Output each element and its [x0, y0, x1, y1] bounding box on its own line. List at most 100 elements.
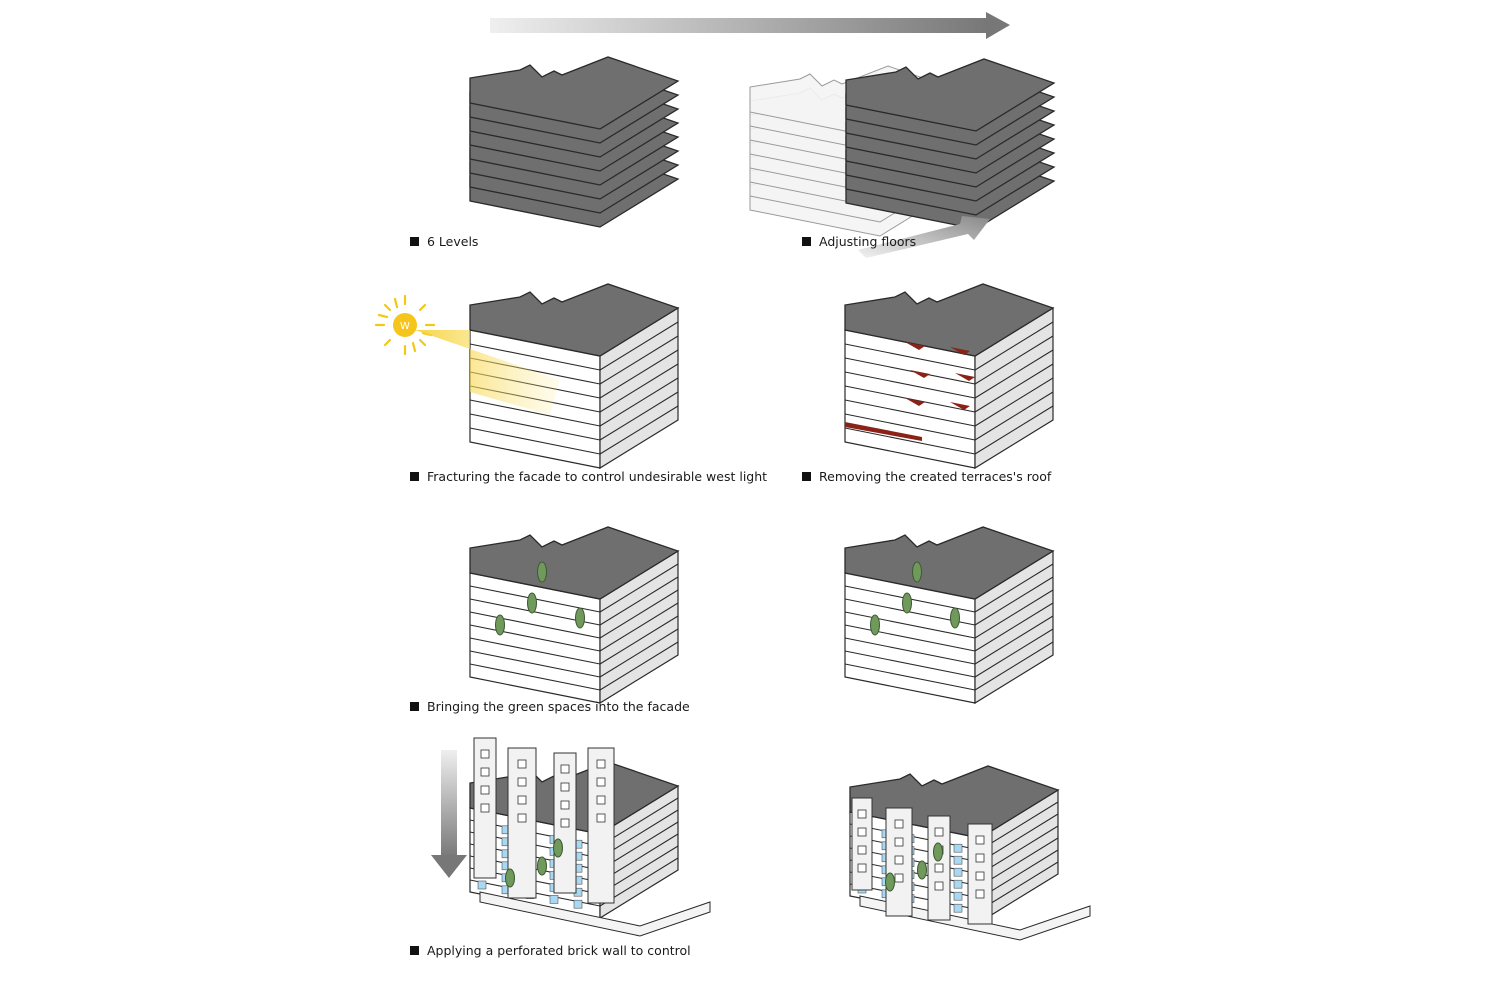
floor-line	[979, 837, 1059, 887]
planter	[902, 592, 912, 614]
bullet-icon	[410, 472, 419, 481]
floor-line	[979, 849, 1059, 899]
perforation	[596, 813, 606, 823]
bullet-icon	[410, 702, 419, 711]
caption-six-levels: 6 Levels	[410, 234, 478, 249]
floor-line	[599, 391, 679, 441]
perforation	[596, 777, 606, 787]
caption-fracturing-facade: Fracturing the facade to control undesir…	[410, 469, 767, 484]
floor-line	[844, 427, 976, 455]
fractured-facade-block	[415, 283, 680, 470]
planter	[495, 614, 505, 636]
glass-window	[953, 867, 963, 877]
floor-line	[974, 589, 1054, 639]
roof-slab	[469, 283, 680, 357]
floor-line	[974, 602, 1054, 652]
perforation	[480, 803, 490, 813]
brick-wall-block-left	[469, 737, 711, 937]
floor-line	[974, 377, 1054, 427]
glass-window	[953, 891, 963, 901]
floor-line	[974, 321, 1054, 371]
perforation	[596, 795, 606, 805]
floor-line	[469, 611, 601, 639]
floor-line	[844, 650, 976, 678]
floor-line	[974, 641, 1054, 691]
perforation	[480, 767, 490, 777]
perforation	[894, 873, 904, 883]
planter	[950, 607, 960, 629]
terrace-roof-removed	[955, 373, 975, 381]
floor-line	[844, 624, 976, 652]
base-plinth	[859, 895, 1091, 941]
caption-text: 6 Levels	[427, 234, 479, 249]
planter	[885, 872, 895, 892]
floor-line	[599, 641, 679, 691]
perforation	[857, 863, 867, 873]
perforation	[480, 749, 490, 759]
floor-line	[974, 363, 1054, 413]
perforation	[934, 827, 944, 837]
perforation	[894, 855, 904, 865]
floor-line	[599, 615, 679, 665]
down-arrow	[431, 750, 467, 878]
bullet-icon	[802, 237, 811, 246]
roof-slab	[844, 526, 1055, 600]
glass-window	[953, 855, 963, 865]
perforation	[894, 837, 904, 847]
floor-line	[469, 427, 601, 455]
perforation	[975, 853, 985, 863]
green-facade-block-left	[469, 526, 680, 705]
shift-arrow	[858, 216, 990, 258]
perforation	[857, 827, 867, 837]
perforation	[517, 759, 527, 769]
bullet-icon	[802, 472, 811, 481]
perforation	[975, 889, 985, 899]
floor-line	[844, 413, 976, 441]
terrace-roof-removed	[950, 347, 970, 355]
terrace-roof-removed	[905, 342, 925, 350]
floor-line	[974, 391, 1054, 441]
perforation	[517, 813, 527, 823]
perforated-brick-panel	[587, 747, 615, 904]
brick-wall-block-right	[849, 765, 1091, 941]
perforation	[975, 835, 985, 845]
floor-line	[979, 801, 1059, 851]
terraces-block	[844, 283, 1055, 470]
floor-line	[979, 825, 1059, 875]
floor-line	[599, 335, 679, 385]
perforation	[560, 800, 570, 810]
perforation	[975, 871, 985, 881]
floor-line	[599, 576, 679, 626]
caption-text: Bringing the green spaces into the facad…	[427, 699, 690, 714]
roof-slab	[844, 283, 1055, 357]
perforation	[934, 881, 944, 891]
planter	[912, 561, 922, 583]
terrace-roof-removed	[950, 402, 970, 410]
floor-line	[599, 589, 679, 639]
floor-line	[974, 576, 1054, 626]
planter	[870, 614, 880, 636]
sunlight-beam	[415, 330, 560, 415]
planter	[537, 856, 547, 876]
caption-text: Removing the created terraces's roof	[819, 469, 1052, 484]
base-plinth	[479, 891, 711, 937]
floor-line	[599, 628, 679, 678]
floor-line	[974, 615, 1054, 665]
terrace-roof-removed	[910, 370, 930, 378]
terrace-roof-removed	[905, 398, 925, 406]
floor-line	[974, 628, 1054, 678]
glass-window	[477, 880, 487, 890]
floor-line	[974, 335, 1054, 385]
floor-line	[599, 563, 679, 613]
sun-label: W	[400, 321, 410, 332]
perforation	[857, 809, 867, 819]
perforation	[560, 782, 570, 792]
six-levels-slabs	[469, 56, 680, 228]
perforation	[517, 777, 527, 787]
caption-removing-roof: Removing the created terraces's roof	[802, 469, 1051, 484]
bullet-icon	[410, 946, 419, 955]
floor-line	[974, 405, 1054, 455]
floor-line	[844, 611, 976, 639]
floor-line	[979, 813, 1059, 863]
perforation	[560, 818, 570, 828]
